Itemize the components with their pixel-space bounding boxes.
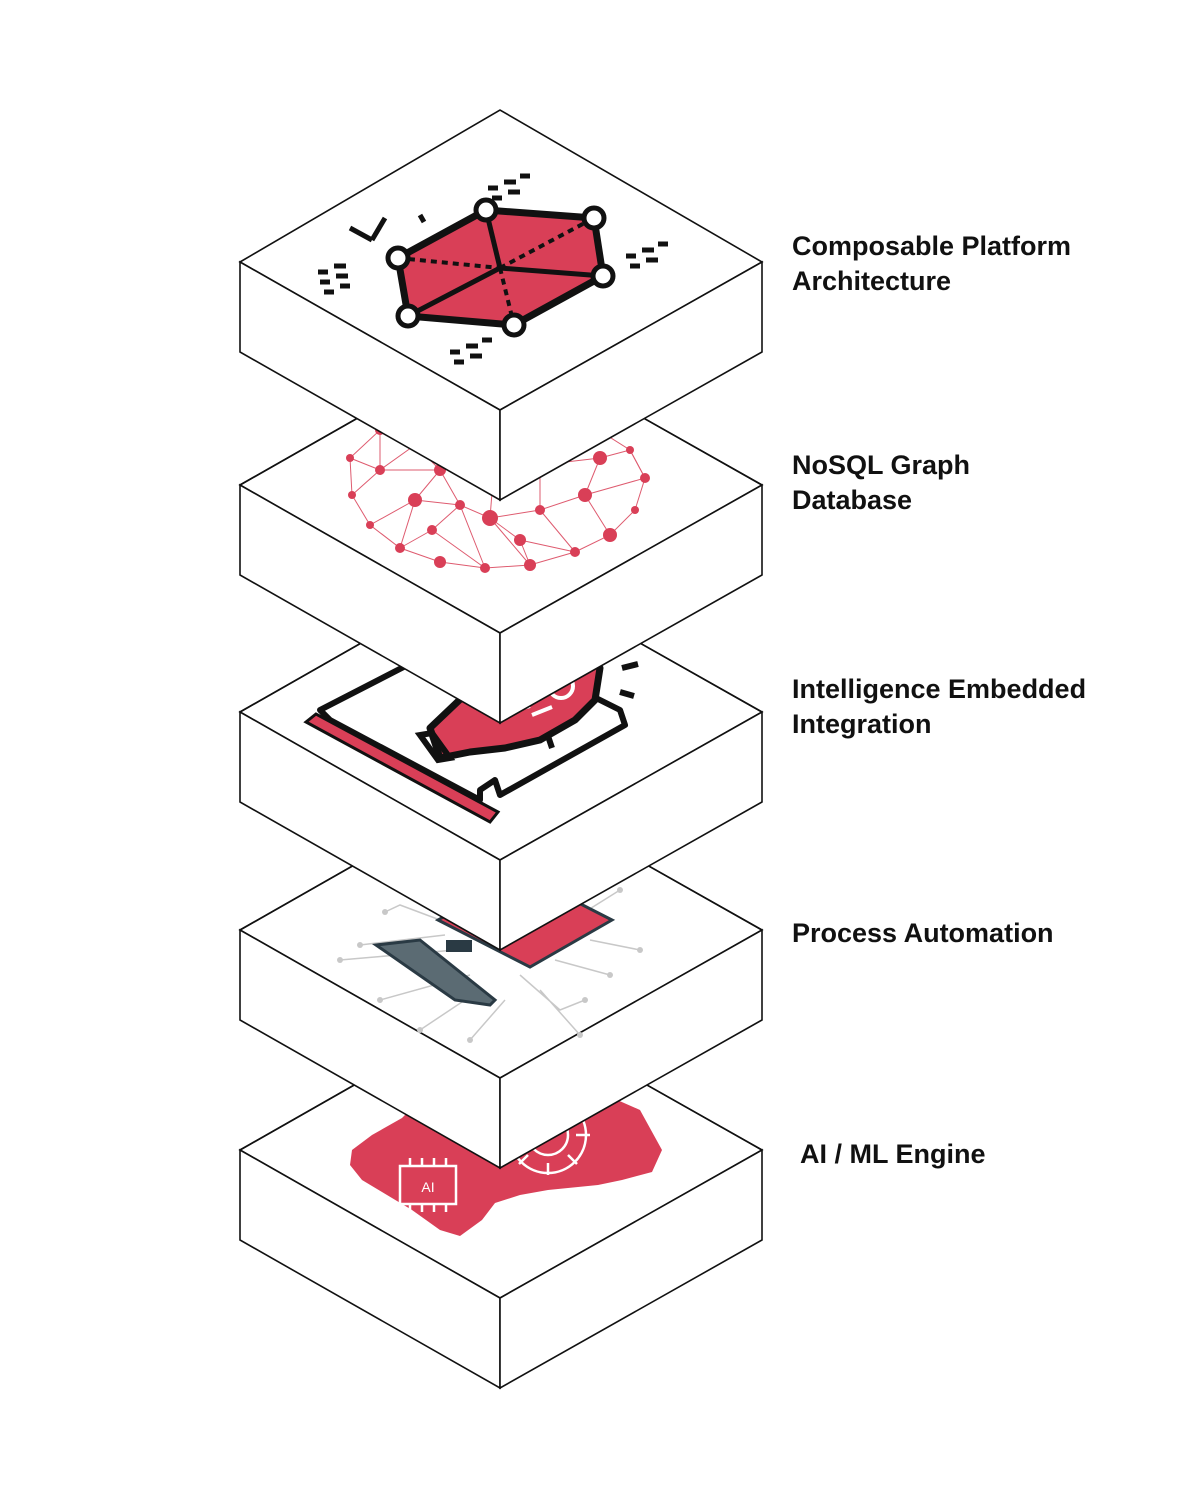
label-line: Architecture (792, 266, 952, 296)
layer-label-ai-ml-engine: AI / ML Engine (800, 1137, 986, 1172)
label-line: Integration (792, 709, 932, 739)
layer-label-composable-platform-architecture: Composable Platform Architecture (792, 229, 1071, 299)
label-line: Database (792, 485, 913, 515)
layer-label-intelligence-embedded-integration: Intelligence Embedded Integration (792, 672, 1086, 742)
label-line: Composable Platform (792, 231, 1072, 261)
label-line: NoSQL Graph (792, 450, 971, 480)
layer-composable-platform-architecture (238, 109, 764, 502)
layer-label-nosql-graph-database: NoSQL Graph Database (792, 448, 970, 518)
label-line: Intelligence Embedded (792, 674, 1087, 704)
layer-label-process-automation: Process Automation (792, 916, 1054, 951)
label-line: Process Automation (792, 918, 1054, 948)
label-line: AI / ML Engine (800, 1139, 986, 1169)
composable-cube-icon (318, 173, 668, 365)
svg-text:AI: AI (421, 1179, 434, 1195)
